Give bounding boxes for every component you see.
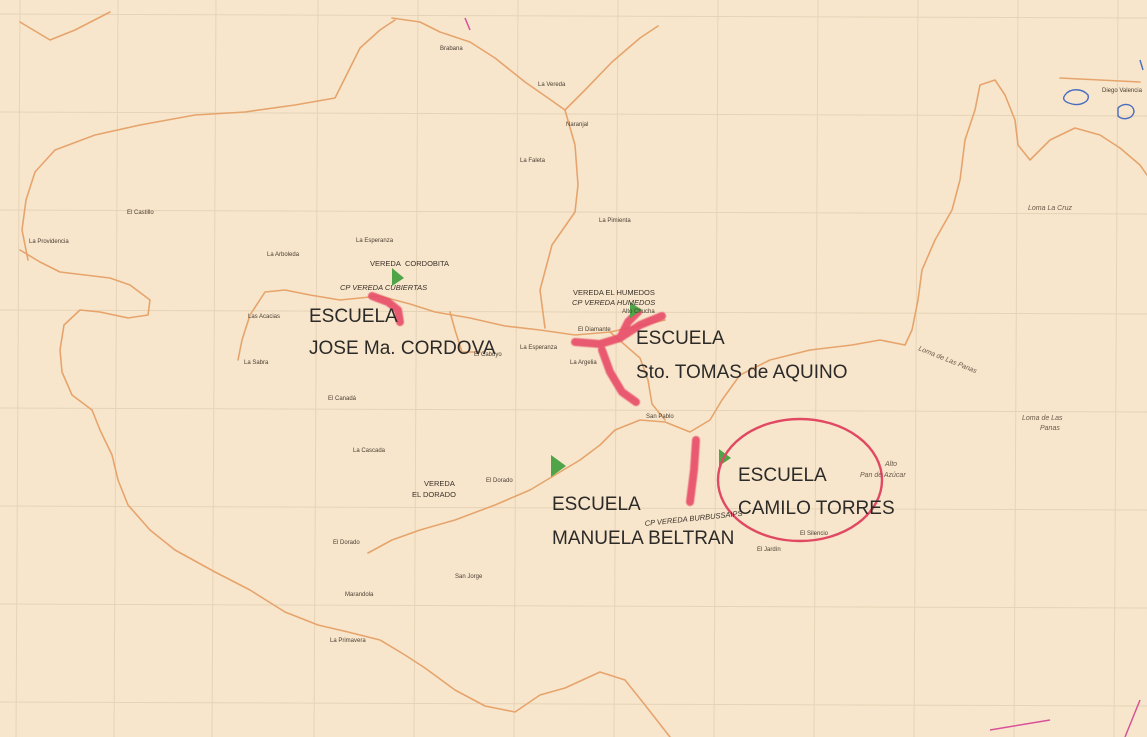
cp-label: CP VEREDA HUMEDOS: [572, 298, 655, 307]
place-label: La Vereda: [538, 82, 566, 88]
place-label: La Sabra: [244, 360, 269, 366]
place-label: Las Acacias: [248, 314, 280, 320]
school-label-aquino-line1: ESCUELA: [636, 328, 725, 349]
place-label: La Pimienta: [599, 218, 631, 224]
road-top-right: [1059, 77, 1141, 83]
place-label: El Cabuyo: [474, 352, 502, 358]
place-label: El Diamante: [578, 327, 611, 333]
vereda-label: VEREDA EL HUMEDOS: [573, 288, 655, 297]
place-label: San Jorge: [455, 574, 483, 580]
lake-icon: [1063, 89, 1089, 106]
school-label-torres-line1: ESCUELA: [738, 465, 827, 486]
cp-label: CP VEREDA CUBIERTAS: [340, 283, 427, 292]
place-label: Alto: [884, 461, 897, 468]
school-highlights: [368, 292, 700, 506]
road-south-dorado: [367, 339, 906, 554]
flag-icon: [551, 455, 566, 477]
road-north: [391, 17, 579, 329]
highlight-aquino-south: [598, 346, 640, 406]
place-label: El Jardín: [757, 547, 781, 553]
place-label: La Argelia: [570, 360, 597, 366]
place-label: Panas: [1040, 425, 1060, 432]
school-label-cordova-line1: ESCUELA: [309, 306, 398, 327]
school-label-cordova-line2: JOSE Ma. CORDOVA: [309, 338, 496, 359]
road-branch-central: [449, 311, 481, 353]
school-labels: ESCUELA JOSE Ma. CORDOVA ESCUELA Sto. TO…: [309, 306, 895, 549]
lake-icon-2: [1117, 103, 1135, 120]
flag-icon: [392, 268, 404, 286]
place-label: La Arboleda: [267, 252, 300, 258]
boundary-marks: [464, 17, 1141, 737]
place-label: La Primavera: [330, 638, 366, 644]
roads: [19, 11, 1147, 737]
road-top-left: [19, 11, 111, 41]
flag-icon: [630, 302, 642, 318]
highlight-beltran: [686, 436, 700, 506]
place-label: Alto Chucha: [622, 309, 655, 315]
place-label: La Esperanza: [520, 345, 558, 351]
road-humedos: [609, 331, 666, 421]
place-label: Naranjal: [566, 122, 588, 128]
highlight-circle: [716, 417, 884, 543]
water-features: [1063, 59, 1144, 120]
place-label: El Dorado: [486, 478, 513, 484]
school-label-aquino-line2: Sto. TOMAS de AQUINO: [636, 362, 848, 383]
highlight-aquino-north: [616, 308, 642, 342]
place-label: Loma La Cruz: [1028, 205, 1072, 212]
place-label: Pan de Azúcar: [860, 472, 906, 479]
vereda-label: CORDOBITA: [405, 259, 449, 268]
road-far-west: [19, 249, 671, 737]
place-label: El Castillo: [127, 210, 154, 216]
road-central: [237, 289, 666, 361]
place-label: La Providencia: [29, 239, 69, 245]
vereda-label: EL DORADO: [412, 490, 456, 499]
place-label: Loma de Las: [1022, 415, 1063, 422]
school-label-beltran-line2: MANUELA BELTRAN: [552, 528, 734, 549]
vereda-label: VEREDA: [370, 259, 401, 268]
place-label: La Esperanza: [356, 238, 394, 244]
highlight-cordova: [368, 292, 404, 326]
place-label: El Silencio: [800, 531, 829, 537]
place-label: Brabana: [440, 46, 463, 52]
place-label: San Pablo: [646, 414, 674, 420]
place-label: La Cascada: [353, 448, 386, 454]
place-label: La Faleta: [520, 158, 546, 164]
school-label-beltran-line1: ESCUELA: [552, 494, 641, 515]
place-label: Marandola: [345, 592, 374, 598]
place-label: El Canadá: [328, 396, 357, 402]
place-label: El Dorado: [333, 540, 360, 546]
school-label-torres-line2: CAMILO TORRES: [738, 498, 895, 519]
school-flags: [392, 268, 731, 477]
road-west-loop: [21, 19, 396, 261]
vereda-label: VEREDA: [424, 479, 455, 488]
road-northeast: [564, 25, 659, 111]
road-east: [904, 79, 1147, 346]
place-label: Diego Valencia: [1102, 88, 1143, 94]
